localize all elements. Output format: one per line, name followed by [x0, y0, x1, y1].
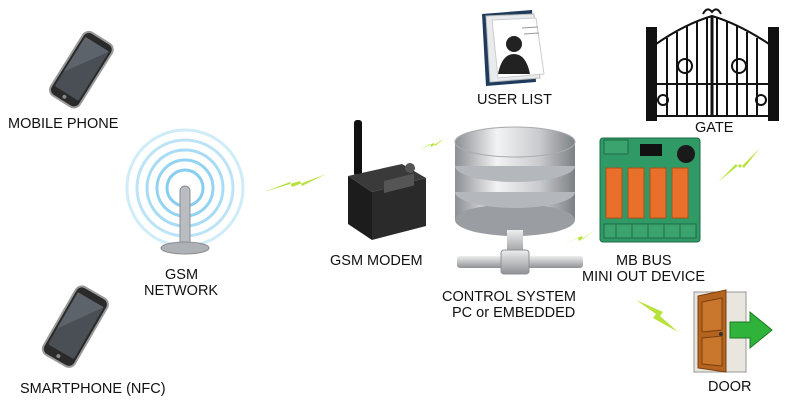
gsm-network-label-line2: NETWORK	[144, 283, 219, 299]
mb-bus-label-line2: MINI OUT DEVICE	[582, 269, 705, 285]
gsm-antenna-icon	[118, 128, 252, 262]
relay-board-icon	[596, 134, 704, 244]
lightning-bolt-icon	[716, 146, 762, 184]
lightning-bolt-icon	[634, 298, 680, 334]
lightning-bolt-icon	[418, 136, 446, 152]
database-server-icon	[445, 126, 595, 281]
gate-label: GATE	[695, 120, 734, 136]
gsm-modem-icon	[340, 118, 430, 246]
lightning-bolt-icon	[262, 170, 328, 198]
iron-gate-icon	[645, 4, 780, 122]
lightning-bolt-icon	[562, 228, 596, 246]
mb-bus-label-line1: MB BUS	[616, 253, 672, 269]
door-icon	[686, 288, 776, 374]
control-system-label-line1: CONTROL SYSTEM	[442, 289, 577, 305]
mobile-phone-label: MOBILE PHONE	[8, 116, 119, 132]
gsm-modem-label: GSM MODEM	[330, 253, 423, 269]
user-list-label: USER LIST	[477, 92, 552, 108]
gsm-network-label-line1: GSM	[165, 267, 199, 283]
mobile-phone-icon	[40, 30, 120, 110]
user-folder-icon	[474, 8, 554, 88]
control-system-label-line2: PC or EMBEDDED	[452, 305, 576, 321]
smartphone-icon	[32, 285, 117, 370]
smartphone-label: SMARTPHONE (NFC)	[20, 381, 166, 397]
door-label: DOOR	[708, 379, 752, 395]
